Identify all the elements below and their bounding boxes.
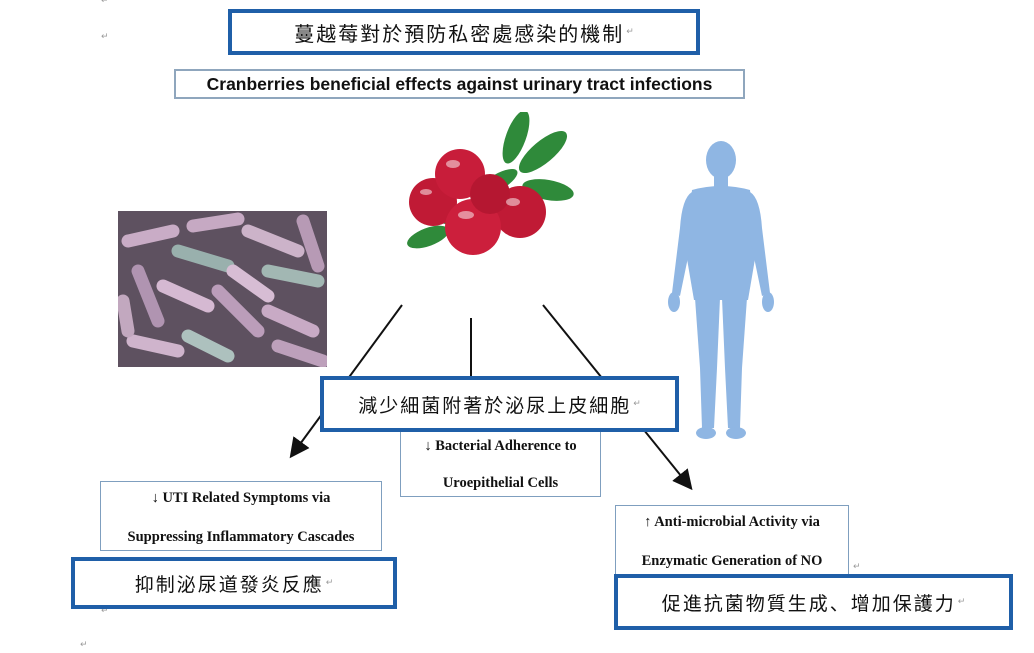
left-en-line1: ↓ UTI Related Symptoms via — [152, 490, 331, 507]
right-en-line2: Enzymatic Generation of NO — [642, 553, 823, 570]
center-zh: 減少細菌附著於泌尿上皮細胞 — [358, 391, 631, 418]
center-zh-box: 減少細菌附著於泌尿上皮細胞↵ — [320, 376, 679, 432]
right-en-line1: ↑ Anti-microbial Activity via — [644, 514, 820, 531]
right-zh-box: 促進抗菌物質生成、增加保護力↵ — [614, 574, 1013, 630]
center-en-line2: Uroepithelial Cells — [443, 475, 558, 492]
left-zh: 抑制泌尿道發炎反應 — [135, 570, 324, 597]
left-en-box: ↓ UTI Related Symptoms via Suppressing I… — [100, 481, 382, 551]
right-en-box: ↑ Anti-microbial Activity via Enzymatic … — [615, 505, 849, 575]
center-en-line1: ↓ Bacterial Adherence to — [424, 438, 576, 455]
paragraph-mark: ↵ — [958, 597, 966, 607]
left-zh-box: 抑制泌尿道發炎反應↵ — [71, 557, 397, 609]
paragraph-mark: ↵ — [853, 562, 861, 572]
right-zh: 促進抗菌物質生成、增加保護力 — [662, 589, 956, 616]
paragraph-mark: ↵ — [633, 399, 641, 409]
left-en-line2: Suppressing Inflammatory Cascades — [128, 529, 355, 546]
paragraph-mark: ↵ — [326, 578, 334, 588]
